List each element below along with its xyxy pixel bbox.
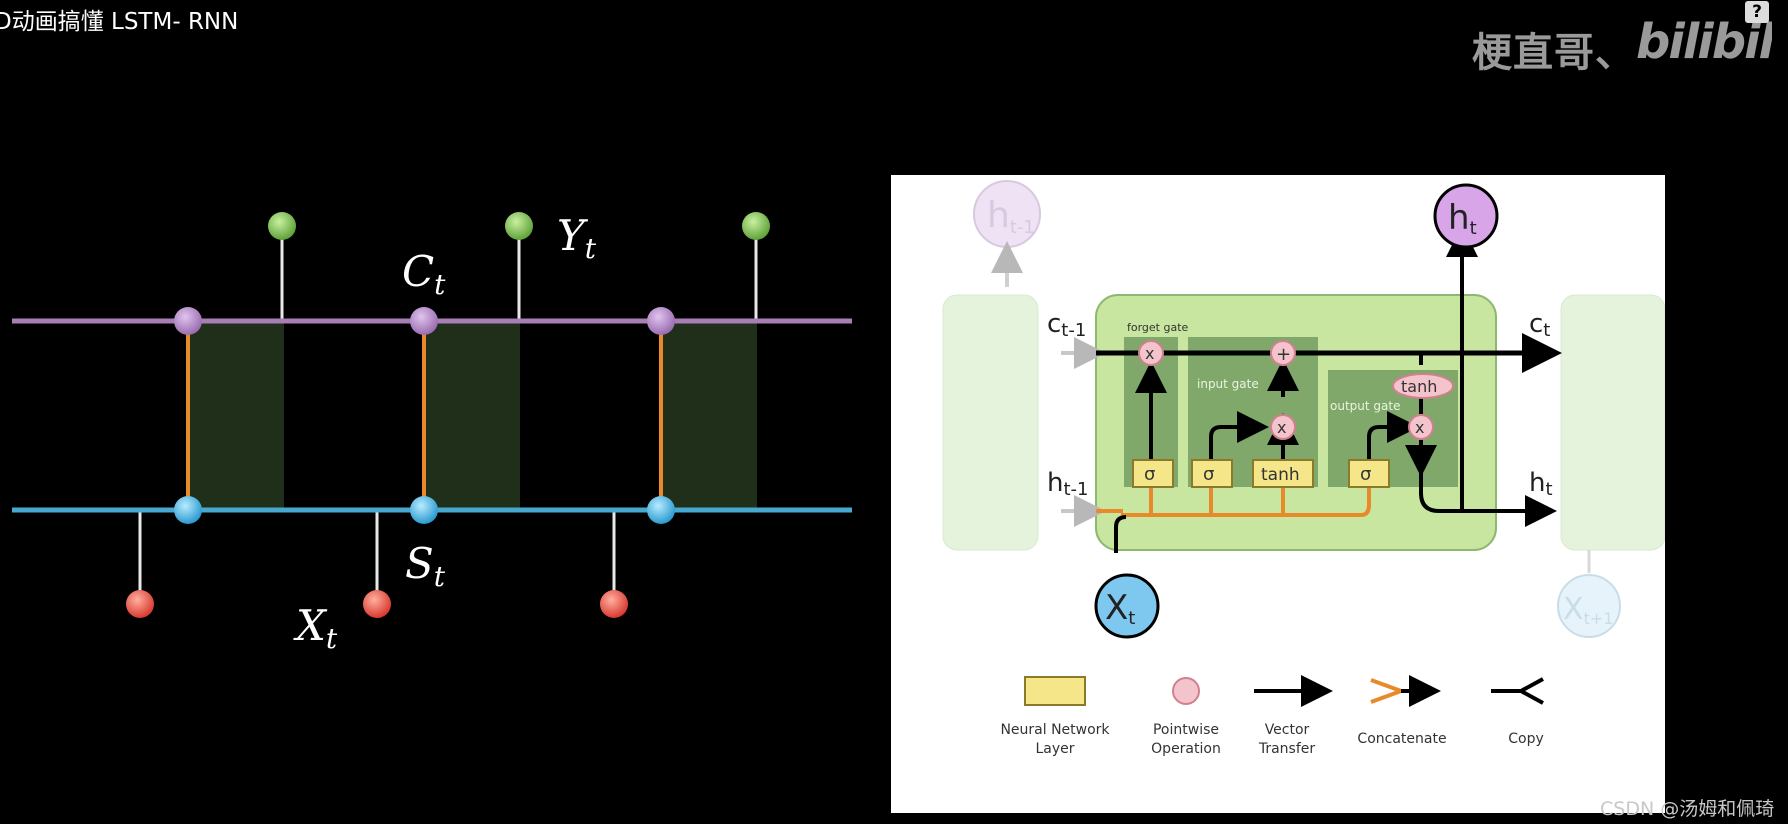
cell-node xyxy=(174,307,202,335)
input-gate-label: input gate xyxy=(1197,377,1259,391)
legend-pw-line1: Pointwise xyxy=(1153,722,1219,738)
x-next-label: Xt+1 xyxy=(1563,592,1613,628)
state-node xyxy=(647,496,675,524)
output-node xyxy=(742,212,770,240)
h-in-label: ht-1 xyxy=(1047,468,1089,500)
legend-concat-label: Concatenate xyxy=(1357,731,1446,747)
svg-text:bilibili: bilibili xyxy=(1636,14,1772,68)
video-title: D动画搞懂 LSTM- RNN xyxy=(0,9,239,35)
label-y: Yt xyxy=(557,211,597,265)
forget-sigma: σ xyxy=(1144,464,1155,485)
h-right-label: ht xyxy=(1529,468,1553,500)
cell-node xyxy=(647,307,675,335)
output-multiply: x xyxy=(1415,418,1424,437)
csdn-credit: CSDN @汤姆和佩琦 xyxy=(1600,798,1775,820)
lstm-cell-figure: ht-1 forget gate input gate output gate … xyxy=(891,175,1665,813)
state-node xyxy=(410,496,438,524)
legend-pointwise-swatch xyxy=(1172,677,1200,705)
input-multiply: x xyxy=(1277,418,1286,437)
label-s: St xyxy=(405,539,446,593)
legend-copy-label: Copy xyxy=(1508,731,1544,747)
legend-vt-line1: Vector xyxy=(1265,722,1310,738)
input-tanh-layer: tanh xyxy=(1261,465,1300,485)
output-node xyxy=(505,212,533,240)
tanh-pointwise: tanh xyxy=(1401,377,1437,396)
legend-nn-line1: Neural Network xyxy=(1000,722,1110,738)
legend-pw-line2: Operation xyxy=(1151,741,1221,757)
watermark-text: 梗直哥、 xyxy=(1472,30,1636,76)
cell-add: + xyxy=(1276,344,1291,365)
legend-nn-line2: Layer xyxy=(1035,741,1074,757)
cell-block-2 xyxy=(424,321,520,510)
forget-gate-label: forget gate xyxy=(1127,321,1189,334)
h-out-label: ht xyxy=(1448,198,1477,239)
output-sigma: σ xyxy=(1360,464,1371,485)
help-button[interactable]: ? xyxy=(1745,1,1769,23)
legend-copy-swatch xyxy=(1491,677,1544,705)
rnn-unrolled-diagram: Ct Yt St Xt xyxy=(12,211,852,655)
cell-block-3 xyxy=(661,321,757,510)
prev-cell-faded xyxy=(942,294,1039,551)
label-x: Xt xyxy=(293,601,338,655)
legend-vt-line2: Transfer xyxy=(1258,741,1316,757)
c-in-label: ct-1 xyxy=(1047,309,1086,341)
label-c: Ct xyxy=(402,247,446,301)
faded-h-label: ht-1 xyxy=(987,195,1035,238)
bilibili-logo: bilibili xyxy=(1636,14,1772,68)
input-node xyxy=(363,590,391,618)
cell-node xyxy=(410,307,438,335)
legend-nn-layer-swatch xyxy=(1024,676,1086,706)
x-in-label: Xt xyxy=(1105,588,1135,629)
legend: Neural Network Layer Pointwise Operation… xyxy=(1000,675,1544,757)
c-out-label: ct xyxy=(1529,309,1550,341)
input-node xyxy=(600,590,628,618)
state-node xyxy=(174,496,202,524)
output-node xyxy=(268,212,296,240)
next-cell-faded xyxy=(1560,294,1665,551)
input-sigma: σ xyxy=(1203,464,1214,485)
output-gate-label: output gate xyxy=(1330,399,1400,413)
forget-multiply: x xyxy=(1145,344,1154,363)
input-node xyxy=(126,590,154,618)
cell-block-1 xyxy=(188,321,284,510)
